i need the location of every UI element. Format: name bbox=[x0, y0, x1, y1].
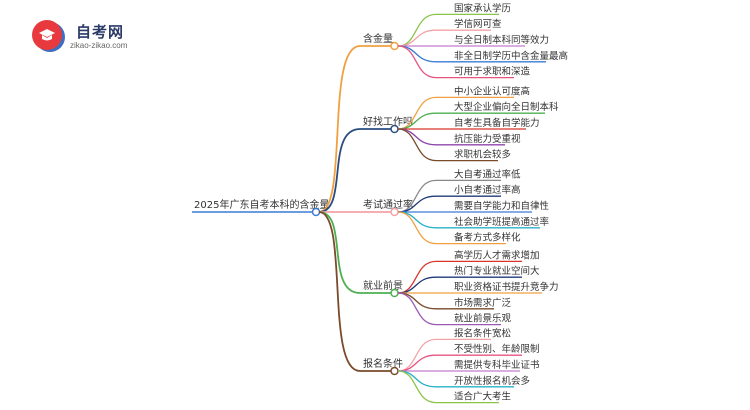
branch-topic[interactable]: 报名条件 bbox=[363, 357, 403, 370]
leaf-connector bbox=[397, 45, 437, 63]
leaf-connector bbox=[397, 29, 437, 47]
branch-topic[interactable]: 就业前景 bbox=[363, 279, 403, 292]
branch-node-dot bbox=[390, 207, 399, 217]
leaf-topic[interactable]: 求职机会较多 bbox=[454, 149, 511, 161]
leaf-topic[interactable]: 市场需求广泛 bbox=[454, 297, 512, 309]
leaf-connector bbox=[397, 354, 437, 372]
leaf-topic[interactable]: 需要自学能力和自律性 bbox=[454, 200, 550, 212]
leaf-topic[interactable]: 就业前景乐观 bbox=[454, 313, 512, 325]
branch-node-dot bbox=[390, 288, 399, 298]
leaf-topic[interactable]: 适合广大考生 bbox=[454, 391, 512, 403]
leaf-connector bbox=[397, 292, 437, 326]
root-topic[interactable]: 2025年广东自考本科的含金量 bbox=[194, 198, 329, 211]
graduation-cap-icon bbox=[39, 29, 55, 41]
brand-logo[interactable]: 自考网 zikao-zikao.com bbox=[32, 20, 142, 54]
branch-connector bbox=[318, 211, 361, 372]
branch-topic[interactable]: 考试通过率 bbox=[363, 198, 413, 211]
logo-badge bbox=[32, 20, 62, 50]
leaf-connector bbox=[397, 211, 437, 229]
leaf-topic[interactable]: 需提供专科毕业证书 bbox=[454, 359, 540, 371]
leaf-topic[interactable]: 备考方式多样化 bbox=[454, 232, 521, 244]
branch-node-dot bbox=[390, 124, 399, 134]
leaf-topic[interactable]: 小自考通过率高 bbox=[454, 184, 521, 196]
branch-connector bbox=[318, 211, 361, 294]
leaf-connector bbox=[397, 128, 437, 146]
leaf-topic[interactable]: 大型企业偏向全日制本科 bbox=[454, 101, 559, 113]
leaf-topic[interactable]: 学信网可查 bbox=[454, 18, 502, 30]
brand-url: zikao-zikao.com bbox=[70, 41, 128, 50]
leaf-topic[interactable]: 大自考通过率低 bbox=[454, 168, 521, 180]
leaf-topic[interactable]: 职业资格证书提升竞争力 bbox=[454, 281, 559, 293]
leaf-connector bbox=[397, 276, 437, 294]
leaf-connector bbox=[397, 370, 437, 388]
leaf-topic[interactable]: 报名条件宽松 bbox=[454, 327, 512, 339]
leaf-topic[interactable]: 热门专业就业空间大 bbox=[454, 265, 540, 277]
leaf-topic[interactable]: 中小企业认可度高 bbox=[454, 85, 530, 97]
branch-node-dot bbox=[390, 41, 399, 51]
branch-connector bbox=[318, 45, 361, 213]
leaf-connector bbox=[397, 292, 437, 310]
leaf-topic[interactable]: 社会助学班提高通过率 bbox=[454, 216, 550, 228]
branch-connector bbox=[318, 128, 361, 213]
leaf-topic[interactable]: 抗压能力受重视 bbox=[454, 133, 521, 145]
branch-node-dot bbox=[390, 366, 399, 376]
branch-topic[interactable]: 含金量 bbox=[363, 32, 393, 45]
leaf-connector bbox=[397, 211, 437, 245]
leaf-topic[interactable]: 自考生具备自学能力 bbox=[454, 117, 540, 129]
leaf-topic[interactable]: 可用于求职和深造 bbox=[454, 66, 531, 78]
branch-topic[interactable]: 好找工作吗 bbox=[363, 115, 413, 128]
leaf-topic[interactable]: 不受性别、年龄限制 bbox=[454, 343, 540, 355]
leaf-topic[interactable]: 非全日制学历中含金量最高 bbox=[454, 50, 568, 62]
leaf-topic[interactable]: 与全日制本科同等效力 bbox=[454, 34, 549, 46]
leaf-connector bbox=[397, 45, 437, 79]
leaf-connector bbox=[397, 128, 437, 162]
leaf-topic[interactable]: 开放性报名机会多 bbox=[454, 375, 530, 387]
brand-title: 自考网 bbox=[76, 23, 125, 41]
leaf-topic[interactable]: 国家承认学历 bbox=[454, 2, 511, 14]
leaf-topic[interactable]: 高学历人才需求增加 bbox=[454, 249, 540, 261]
leaf-connector bbox=[397, 370, 437, 404]
root-node-dot bbox=[311, 207, 321, 217]
